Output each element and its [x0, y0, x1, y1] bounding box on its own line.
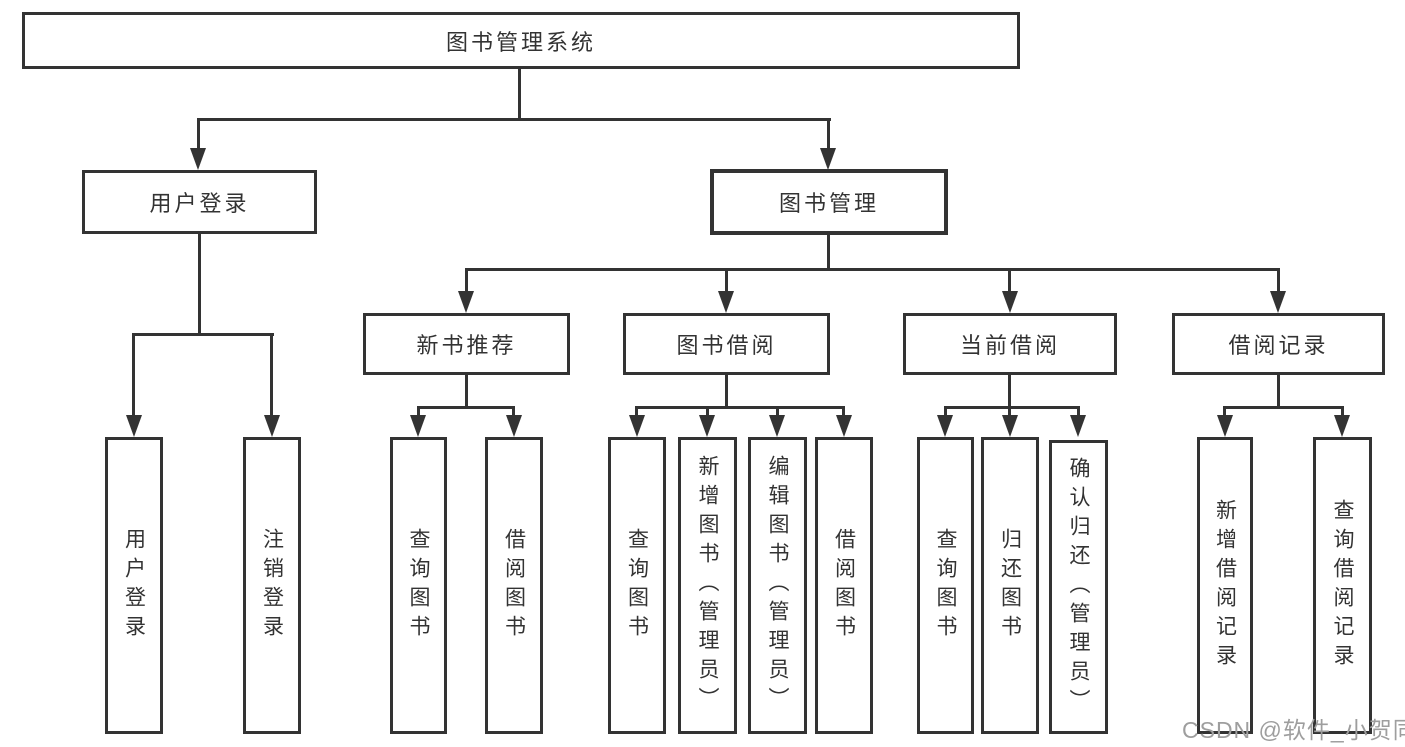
leaf-record-query-label: 查询借阅记录 [1331, 498, 1354, 673]
arrow-down-icon [699, 415, 715, 437]
leaf-current-confirm: 确认归还（管理员） [1049, 440, 1108, 734]
leaf-current-return-label: 归还图书 [998, 527, 1022, 644]
arrow-down-icon [836, 415, 852, 437]
connector-leaf-stem [270, 333, 273, 417]
arrow-down-icon [937, 415, 953, 437]
connector-borrowrecord-stem [1277, 268, 1280, 293]
leaf-borrow-book-label: 借阅图书 [832, 527, 856, 644]
connector-leaf-stem [842, 406, 845, 417]
arrow-down-icon [1270, 291, 1286, 313]
leaf-newbook-borrow-label: 借阅图书 [502, 527, 526, 644]
arrow-down-icon [820, 148, 836, 170]
connector-leaf-stem [512, 406, 515, 417]
connector-currentborrow-stem [1008, 268, 1011, 293]
connector-userlogin-down [198, 234, 201, 335]
node-book-mgmt-label: 图书管理 [778, 191, 879, 216]
connector-borrowrecord-rail [1223, 406, 1343, 409]
connector-leaf-stem [635, 406, 638, 417]
arrow-down-icon [1334, 415, 1350, 437]
arrow-down-icon [410, 415, 426, 437]
arrow-down-icon [1217, 415, 1233, 437]
connector-level2-rail [197, 118, 831, 121]
leaf-borrow-query: 查询图书 [608, 437, 666, 734]
connector-newbook-stem [465, 268, 468, 293]
connector-leaf-stem [417, 406, 420, 417]
connector-bookmgmt-down [827, 235, 830, 270]
connector-level3-rail [465, 268, 1280, 271]
arrow-down-icon [718, 291, 734, 313]
connector-bookmgmt-stem [827, 118, 830, 151]
arrow-down-icon [126, 415, 142, 437]
node-user-login: 用户登录 [82, 170, 317, 234]
leaf-borrow-add-label: 新增图书（管理员） [696, 455, 719, 716]
node-current-borrow: 当前借阅 [903, 313, 1117, 375]
node-new-book: 新书推荐 [363, 313, 570, 375]
leaf-borrow-edit-label: 编辑图书（管理员） [766, 455, 789, 716]
connector-borrowrecord-down [1277, 375, 1280, 408]
node-book-borrow: 图书借阅 [623, 313, 830, 375]
arrow-down-icon [629, 415, 645, 437]
node-borrow-record-label: 借阅记录 [1228, 333, 1329, 358]
connector-currentborrow-rail [944, 406, 1079, 409]
leaf-borrow-add: 新增图书（管理员） [678, 437, 737, 734]
node-borrow-record: 借阅记录 [1172, 313, 1385, 375]
leaf-logout-label: 注销登录 [260, 527, 284, 644]
arrow-down-icon [264, 415, 280, 437]
leaf-newbook-borrow: 借阅图书 [485, 437, 543, 734]
connector-leaf-stem [944, 406, 947, 417]
connector-userlogin-stem [197, 118, 200, 151]
connector-userlogin-rail [132, 333, 274, 336]
connector-bookborrow-rail [635, 406, 844, 409]
node-book-borrow-label: 图书借阅 [676, 333, 777, 358]
arrow-down-icon [458, 291, 474, 313]
arrow-down-icon [1070, 415, 1086, 437]
connector-root-stem [518, 68, 521, 120]
leaf-user-login: 用户登录 [105, 437, 163, 734]
leaf-borrow-edit: 编辑图书（管理员） [748, 437, 807, 734]
connector-leaf-stem [1341, 406, 1344, 417]
connector-newbook-down [465, 375, 468, 408]
arrow-down-icon [769, 415, 785, 437]
leaf-current-confirm-label: 确认归还（管理员） [1067, 456, 1090, 718]
connector-leaf-stem [706, 406, 709, 417]
leaf-current-query: 查询图书 [917, 437, 974, 734]
node-user-login-label: 用户登录 [149, 191, 250, 216]
connector-leaf-stem [776, 406, 779, 417]
leaf-logout: 注销登录 [243, 437, 301, 734]
node-root: 图书管理系统 [22, 12, 1020, 69]
leaf-record-add: 新增借阅记录 [1197, 437, 1253, 734]
node-current-borrow-label: 当前借阅 [959, 333, 1060, 358]
connector-currentborrow-down [1008, 375, 1011, 408]
connector-leaf-stem [1077, 406, 1080, 417]
leaf-current-return: 归还图书 [981, 437, 1039, 734]
leaf-newbook-query-label: 查询图书 [407, 527, 430, 644]
connector-bookborrow-stem [725, 268, 728, 293]
connector-newbook-rail [417, 406, 515, 409]
node-root-label: 图书管理系统 [445, 29, 596, 55]
arrow-down-icon [1002, 415, 1018, 437]
connector-leaf-stem [1223, 406, 1226, 417]
arrow-down-icon [190, 148, 206, 170]
connector-leaf-stem [132, 333, 135, 417]
connector-leaf-stem [1008, 406, 1011, 417]
connector-bookborrow-down [725, 375, 728, 408]
leaf-user-login-label: 用户登录 [122, 527, 146, 644]
leaf-current-query-label: 查询图书 [934, 527, 957, 644]
leaf-newbook-query: 查询图书 [390, 437, 447, 734]
arrow-down-icon [1002, 291, 1018, 313]
leaf-record-query: 查询借阅记录 [1313, 437, 1372, 734]
node-new-book-label: 新书推荐 [416, 333, 517, 358]
leaf-record-add-label: 新增借阅记录 [1213, 498, 1237, 673]
leaf-borrow-book: 借阅图书 [815, 437, 873, 734]
watermark-text: CSDN @软件_小贺同学 [1182, 717, 1405, 743]
leaf-borrow-query-label: 查询图书 [625, 527, 649, 644]
node-book-mgmt: 图书管理 [710, 169, 948, 235]
arrow-down-icon [506, 415, 522, 437]
